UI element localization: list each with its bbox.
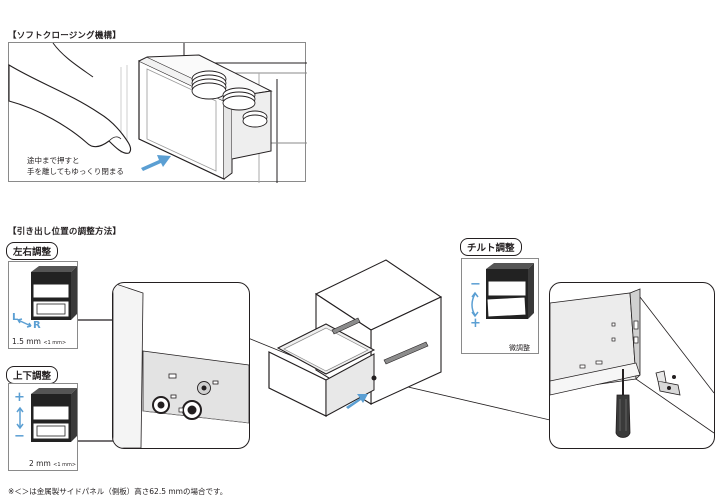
soft-close-illustration-panel: 途中まで押すと 手を離してもゆっくり閉まる [8, 42, 307, 183]
insert-arrow-icon [346, 394, 368, 409]
up-down-panel: + − 2 mm <1 mm> [8, 383, 78, 471]
footnote: ※＜＞は金属製サイドパネル（側板）高さ62.5 mmの場合です。 [8, 487, 228, 496]
tilt-note: 微調整 [509, 344, 530, 352]
tilt-arrow-icon [471, 293, 476, 316]
arrow-left-icon [17, 318, 23, 324]
drawer-unit-icon-2 [16, 388, 77, 442]
tilt-plus: + [470, 316, 481, 331]
drawer-unit-tilt-icon [471, 263, 534, 319]
up-down-amount: 2 mm <1 mm> [29, 459, 76, 468]
adjust-heading: 【引き出し位置の調整方法】 [8, 227, 122, 237]
soft-close-heading: 【ソフトクロージング機構】 [8, 31, 121, 41]
adjuster-detail-illustration [113, 283, 249, 448]
tilt-panel: − + 微調整 [461, 258, 539, 354]
tilt-minus: − [470, 277, 481, 292]
up-down-amount-value: 2 mm [29, 459, 51, 468]
left-right-panel: L R 1.5 mm <1 mm> [8, 261, 78, 349]
up-down-plus: + [14, 390, 25, 405]
soft-close-caption-line1: 途中まで押すと [27, 156, 80, 165]
soft-close-illustration [8, 42, 307, 183]
soft-close-caption-line2: 手を離してもゆっくり閉まる [27, 167, 124, 176]
left-right-tag: 左右調整 [6, 242, 59, 260]
up-down-amount-note: <1 mm> [53, 462, 77, 468]
right-detail-panel [549, 282, 715, 449]
left-detail-panel [112, 282, 250, 449]
up-down-minus: − [14, 429, 25, 444]
left-right-amount-note: <1 mm> [43, 340, 67, 346]
drawer-unit-icon [17, 266, 77, 328]
arrow-right-icon [26, 322, 32, 328]
left-right-amount: 1.5 mm <1 mm> [12, 337, 66, 346]
cabinet-illustration [268, 259, 443, 417]
left-right-amount-value: 1.5 mm [12, 337, 41, 346]
tilt-tag: チルト調整 [460, 238, 522, 256]
push-arrow-icon [141, 155, 171, 171]
letter-l: L [12, 312, 19, 323]
tilt-detail-illustration [550, 288, 714, 438]
letter-r: R [33, 320, 41, 331]
